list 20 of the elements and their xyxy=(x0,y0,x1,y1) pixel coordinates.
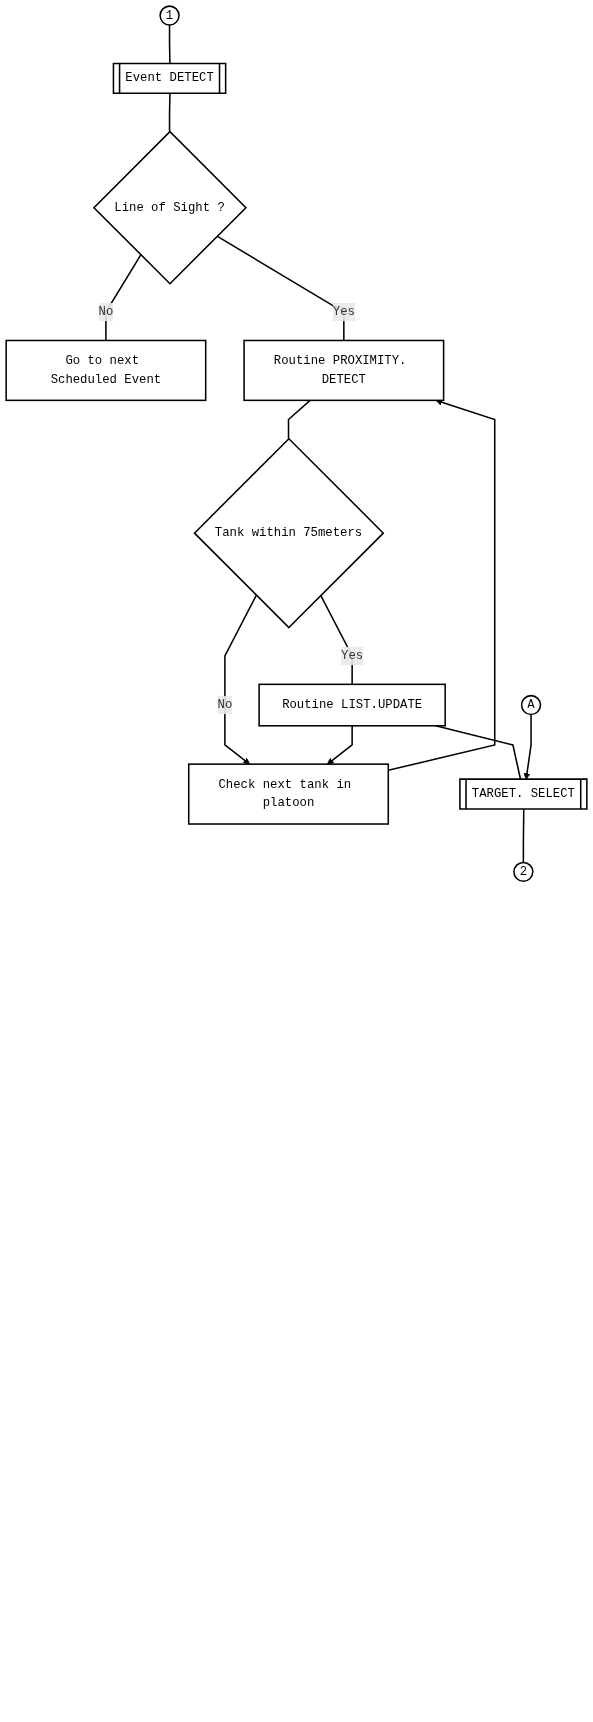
arrow xyxy=(327,725,353,765)
arrow xyxy=(523,713,532,780)
edge-label: No xyxy=(98,305,114,319)
node-box: Routine LIST.UPDATE xyxy=(258,683,446,727)
node-box: Routine PROXIMITY. DETECT xyxy=(243,339,445,402)
node-box: Go to next Scheduled Event xyxy=(5,339,207,402)
node-box: Check next tank in platoon xyxy=(187,763,390,825)
node-circle: A xyxy=(520,694,542,716)
connector xyxy=(319,594,353,686)
edge-label: No xyxy=(217,698,233,712)
connector xyxy=(287,399,311,440)
connector xyxy=(105,254,142,342)
edge-label: Yes xyxy=(341,649,364,663)
node-circle: 1 xyxy=(159,5,180,26)
edge-label: Yes xyxy=(332,305,355,319)
node-circle: 2 xyxy=(513,861,534,883)
connector xyxy=(216,235,345,342)
node-diamond: Line of Sight ? xyxy=(92,130,247,285)
node-diamond: Tank within 75meters xyxy=(193,437,385,629)
arrow xyxy=(224,594,258,765)
